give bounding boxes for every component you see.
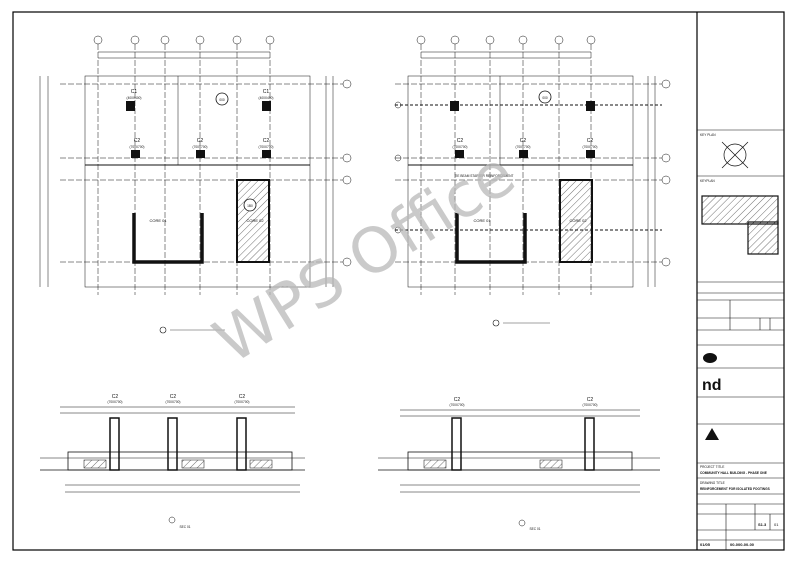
col-size: (700X700) [450, 403, 465, 407]
section-caption: SEC 01 [530, 527, 541, 531]
core-label: CORE 01 [149, 218, 167, 223]
sheet-number: S1.3 [758, 522, 767, 527]
title-block [697, 129, 784, 550]
col-size: (700X700) [453, 145, 468, 149]
col-size: (700X700) [583, 145, 598, 149]
keyplan-label: KEYPLAN [700, 179, 715, 183]
drawing-number: 00-000-00-00 [730, 542, 755, 547]
col-label: C2 [587, 397, 594, 403]
col-size: (700X700) [130, 145, 145, 149]
section-caption: SEC 01 [180, 525, 191, 529]
grid-tag: 000 [542, 96, 548, 100]
north-arrow-icon [721, 141, 749, 169]
col-label: C2 [112, 394, 119, 400]
col-size: (400X400) [259, 96, 274, 100]
col-label: C2 [239, 394, 246, 400]
scale-value: 01/05 [700, 542, 711, 547]
col-label: C2 [454, 397, 461, 403]
grid-bubbles-left [93, 35, 352, 267]
firm-logo: nd [702, 377, 722, 394]
col-label: C2 [520, 138, 527, 144]
grid-tag: 1B0 [247, 204, 253, 208]
project-title: COMMUNITY HALL BUILDING - PHASE ONE [700, 471, 767, 475]
right-foundation-plan [394, 35, 671, 295]
col-size: (700X700) [259, 145, 274, 149]
col-size: (700X700) [516, 145, 531, 149]
col-label: C1 [263, 89, 270, 95]
consultant-logo [705, 428, 719, 440]
col-size: (700X700) [235, 400, 250, 404]
client-logo [703, 353, 717, 363]
drawing-title-label: DRAWING TITLE [700, 481, 725, 485]
col-label: C2 [170, 394, 177, 400]
col-size: (700X700) [583, 403, 598, 407]
keyplan-graphic [701, 195, 779, 255]
plan-note: TIE BEAM STARTER REINFORCEMENT [454, 174, 513, 178]
key-plan-label: KEY PLAN [700, 133, 716, 137]
grid-tag: 000 [219, 98, 225, 102]
col-label: C2 [587, 138, 594, 144]
sheet-number-right: 01 [774, 522, 779, 527]
col-label: C2 [197, 138, 204, 144]
core-label: CORE 01 [473, 218, 491, 223]
col-label: C1 [131, 89, 138, 95]
col-size: (700X700) [166, 400, 181, 404]
core-label: CORE 02 [569, 218, 587, 223]
col-label: C2 [134, 138, 141, 144]
project-title-label: PROJECT TITLE [700, 465, 724, 469]
col-label: C2 [457, 138, 464, 144]
core-label: CORE 02 [246, 218, 264, 223]
col-size: (700X700) [193, 145, 208, 149]
right-section [378, 409, 660, 527]
drawing-title: REINFORCEMENT FOR ISOLATED FOOTINGS [700, 487, 770, 491]
col-size: (400X400) [127, 96, 142, 100]
col-label: C2 [263, 138, 270, 144]
sheet-border [12, 11, 785, 551]
col-size: (700X700) [108, 400, 123, 404]
